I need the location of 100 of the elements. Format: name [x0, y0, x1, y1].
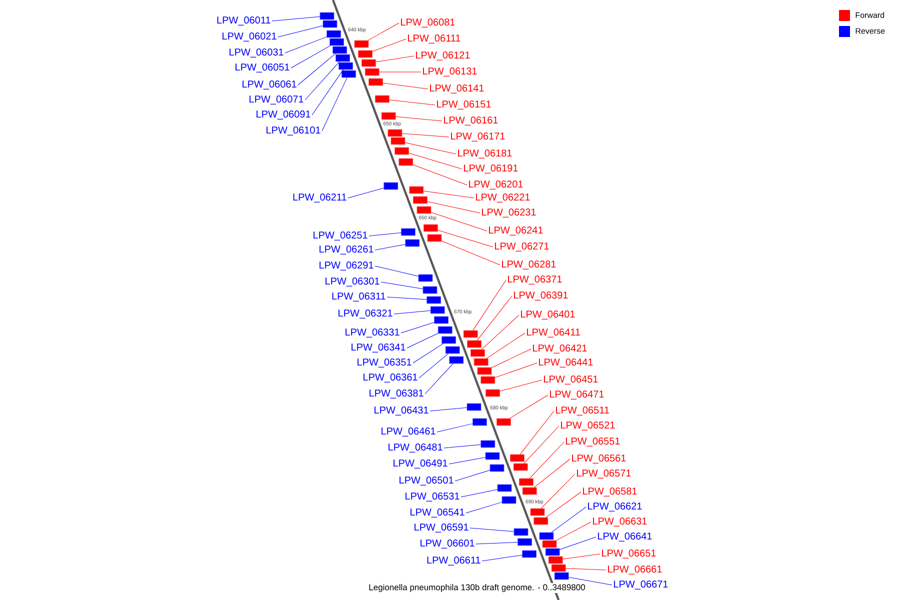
gene-label: LPW_06101	[266, 126, 320, 136]
gene-block	[466, 403, 482, 411]
gene-label: LPW_06671	[614, 580, 668, 590]
gene-label: LPW_06081	[401, 18, 455, 28]
gene-label: LPW_06521	[561, 422, 615, 430]
gene-label: LPW_06131	[423, 68, 477, 76]
gene-label: LPW_06181	[458, 150, 512, 158]
gene-label: LPW_06641	[598, 532, 652, 542]
leader-line	[568, 577, 612, 586]
gene-label: LPW_06481	[388, 444, 442, 452]
leader-line	[368, 232, 402, 236]
gene-block	[522, 550, 536, 558]
leader-line	[520, 410, 554, 455]
gene-label: LPW_06341	[352, 344, 406, 352]
leader-line	[394, 310, 431, 314]
leader-line	[389, 100, 436, 106]
leader-line	[396, 116, 442, 122]
leader-line	[494, 362, 538, 378]
gene-label: LPW_06381	[370, 390, 424, 398]
leader-line	[427, 201, 480, 214]
leader-line	[551, 506, 586, 533]
gene-block	[530, 508, 545, 516]
gene-block	[445, 346, 460, 354]
gene-block	[510, 454, 524, 462]
leader-line	[284, 36, 327, 54]
leader-line	[298, 53, 336, 86]
leader-line	[412, 164, 468, 186]
gene-block	[480, 440, 496, 448]
leader-line	[566, 568, 606, 570]
leader-line	[546, 492, 582, 518]
gene-block	[401, 228, 416, 236]
leader-line	[408, 152, 462, 170]
leader-line	[524, 426, 560, 464]
leader-line	[382, 82, 428, 90]
gene-label: LPW_06351	[358, 358, 412, 368]
leader-line	[500, 380, 542, 392]
legend-label: Reverse	[856, 28, 885, 34]
gene-label: LPW_06491	[394, 460, 448, 468]
gene-label: LPW_06261	[320, 246, 374, 254]
gene-label: LPW_06321	[338, 310, 392, 318]
leader-line	[540, 474, 576, 509]
gene-block	[394, 147, 409, 155]
gene-block	[442, 336, 456, 344]
gene-block	[424, 224, 438, 232]
gene-block	[480, 376, 496, 384]
gene-label: LPW_06091	[256, 110, 310, 120]
gene-block	[477, 367, 492, 375]
leader-line	[418, 353, 448, 378]
gene-label: LPW_06651	[602, 550, 656, 558]
gene-label: LPW_06201	[469, 180, 523, 190]
gene-label: LPW_06401	[521, 310, 575, 320]
gene-label: LPW_06331	[346, 328, 400, 338]
leader-line	[486, 332, 526, 359]
gene-label: LPW_06061	[242, 80, 296, 90]
caption: Legionella pneumophila 130b draft genome. - 0..3489800	[368, 583, 586, 593]
leader-line	[406, 333, 438, 348]
gene-block	[426, 296, 441, 304]
gene-block	[322, 20, 338, 28]
gene-label: LPW_06111	[408, 34, 460, 44]
gene-label: LPW_06451	[544, 376, 598, 384]
gene-label: LPW_06391	[514, 292, 568, 300]
gene-block	[472, 418, 487, 426]
leader-line	[304, 61, 340, 100]
gene-label: LPW_06361	[364, 374, 418, 382]
gene-block	[542, 540, 557, 548]
gene-label: LPW_06311	[332, 292, 386, 302]
gene-label: LPW_06441	[539, 358, 593, 368]
gene-block	[413, 196, 428, 204]
gene-block	[375, 95, 390, 103]
gene-label: LPW_06191	[464, 164, 518, 174]
gene-block	[554, 572, 569, 580]
gene-label: LPW_06271	[495, 242, 549, 252]
gene-block	[388, 129, 402, 137]
gene-block	[518, 538, 532, 546]
gene-label: LPW_06531	[406, 492, 460, 502]
leader-line	[278, 26, 324, 38]
gene-block	[434, 316, 448, 324]
gene-label: LPW_06021	[222, 32, 276, 42]
gene-label: LPW_06621	[588, 502, 642, 512]
leader-line	[400, 322, 434, 334]
leader-line	[402, 133, 450, 138]
gene-label: LPW_06161	[444, 116, 498, 126]
gene-block	[449, 356, 464, 364]
leader-line	[476, 296, 512, 341]
gene-block	[519, 478, 534, 486]
gene-block	[422, 286, 438, 294]
gene-label: LPW_06031	[230, 48, 284, 58]
gene-block	[427, 234, 442, 242]
gene-label: LPW_06431	[374, 406, 428, 416]
gene-block	[430, 306, 445, 314]
gene-block	[358, 50, 372, 58]
gene-block	[545, 548, 560, 556]
gene-label: LPW_06171	[451, 132, 505, 142]
gene-block	[409, 186, 424, 194]
gene-label: LPW_06601	[420, 540, 474, 548]
gene-block	[486, 389, 500, 397]
leader-line	[404, 142, 456, 154]
leader-line	[374, 244, 406, 250]
gene-block	[485, 452, 500, 460]
gene-block	[342, 70, 356, 78]
